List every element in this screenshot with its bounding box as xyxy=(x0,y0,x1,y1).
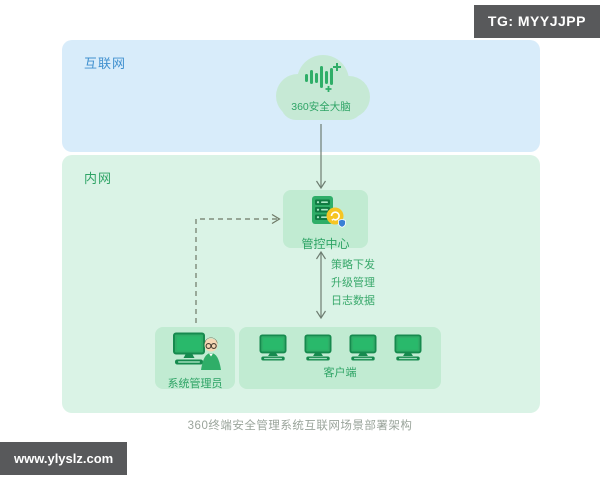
clients-label: 客户端 xyxy=(323,367,357,379)
node-control-center: 管控中心 xyxy=(283,190,368,251)
cloud-icon xyxy=(276,55,370,120)
watermark-top-right: TG: MYYJJPP xyxy=(473,5,600,38)
server-icon xyxy=(311,196,346,228)
node-admin: 系统管理员 xyxy=(155,327,235,390)
watermark-bottom-left: www.ylyslz.com xyxy=(0,442,128,475)
security-brain-icon xyxy=(305,63,341,92)
client-monitor-icon xyxy=(254,334,292,361)
diagram-caption: 360终端安全管理系统互联网场景部署架构 xyxy=(187,420,413,432)
node-clients: 客户端 xyxy=(239,327,441,389)
client-monitor-icon xyxy=(344,334,382,361)
cloud-label: 360安全大脑 xyxy=(291,101,351,113)
client-monitor-icon xyxy=(389,334,427,361)
shield-icon xyxy=(337,218,346,228)
zone-intranet-label: 内网 xyxy=(84,171,113,186)
node-cloud: 360安全大脑 xyxy=(265,52,377,126)
admin-workstation-icon xyxy=(173,332,221,370)
admin-label: 系统管理员 xyxy=(167,378,223,390)
client-monitors xyxy=(239,334,441,361)
edge-label-upgrade: 升级管理 xyxy=(331,277,375,289)
edge-labels: 策略下发 升级管理 日志数据 xyxy=(331,256,375,310)
edge-label-policy: 策略下发 xyxy=(331,259,375,271)
admin-person-icon xyxy=(201,337,221,370)
control-center-label: 管控中心 xyxy=(301,237,350,251)
client-monitor-icon xyxy=(299,334,337,361)
zone-internet-label: 互联网 xyxy=(84,56,127,71)
edge-label-logs: 日志数据 xyxy=(331,295,375,307)
